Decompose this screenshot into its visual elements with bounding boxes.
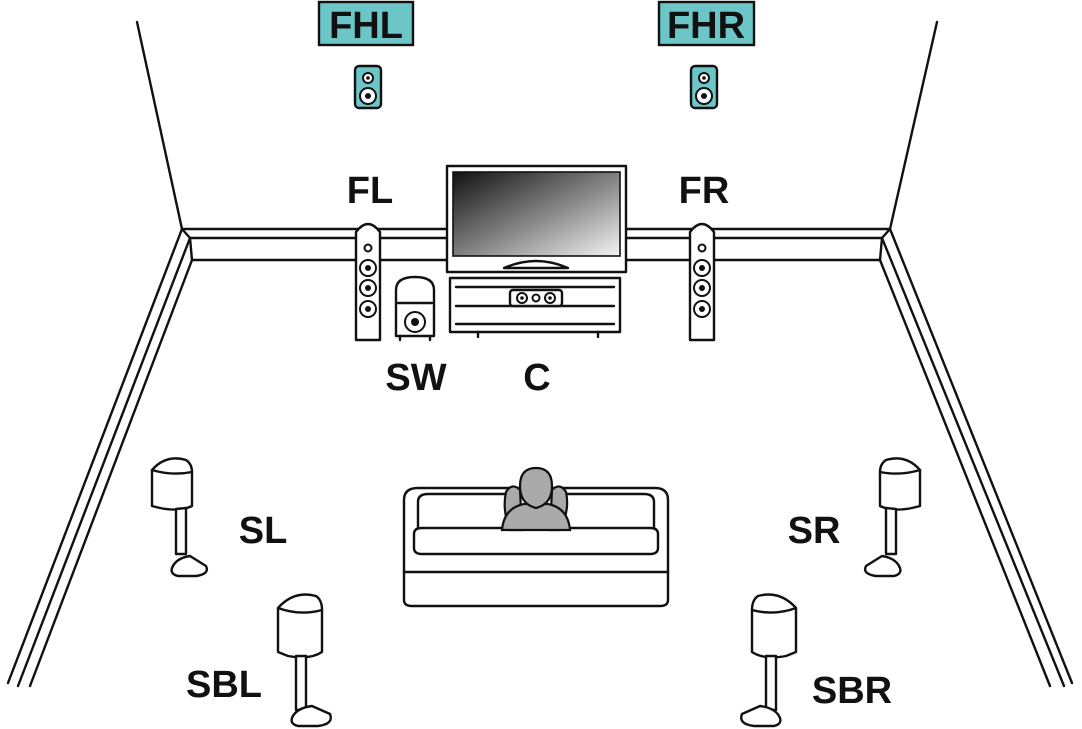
sofa [402, 486, 670, 608]
speaker-sw [394, 275, 436, 342]
speaker-fhr [689, 64, 719, 110]
speaker-sbl [276, 593, 332, 728]
tv-screen [452, 171, 621, 257]
speaker-fhl [353, 64, 383, 110]
fhr-highlight [657, 0, 756, 47]
label-fhr: FHR [667, 5, 745, 47]
label-sr: SR [788, 510, 841, 552]
label-sbl: SBL [186, 664, 262, 706]
label-sl: SL [239, 510, 288, 552]
speaker-sbr [740, 593, 798, 728]
fhr-label-box: FHR [657, 0, 756, 47]
label-sbr: SBR [812, 670, 892, 712]
label-fl: FL [347, 170, 393, 212]
fhl-highlight [317, 0, 415, 47]
fhl-label-box: FHL [317, 0, 415, 47]
label-fhl: FHL [329, 5, 403, 47]
room-walls [6, 20, 1074, 688]
tv-rack [448, 276, 622, 339]
speaker-fl [354, 222, 382, 342]
television [445, 164, 628, 274]
label-sw: SW [385, 357, 446, 399]
speaker-c [508, 288, 564, 308]
label-c: C [523, 357, 550, 399]
label-fr: FR [679, 170, 730, 212]
tv-stand-base [502, 259, 570, 270]
speaker-fr [688, 222, 716, 342]
speaker-sl [150, 457, 209, 578]
listener [500, 466, 572, 532]
speaker-sr [863, 457, 922, 578]
